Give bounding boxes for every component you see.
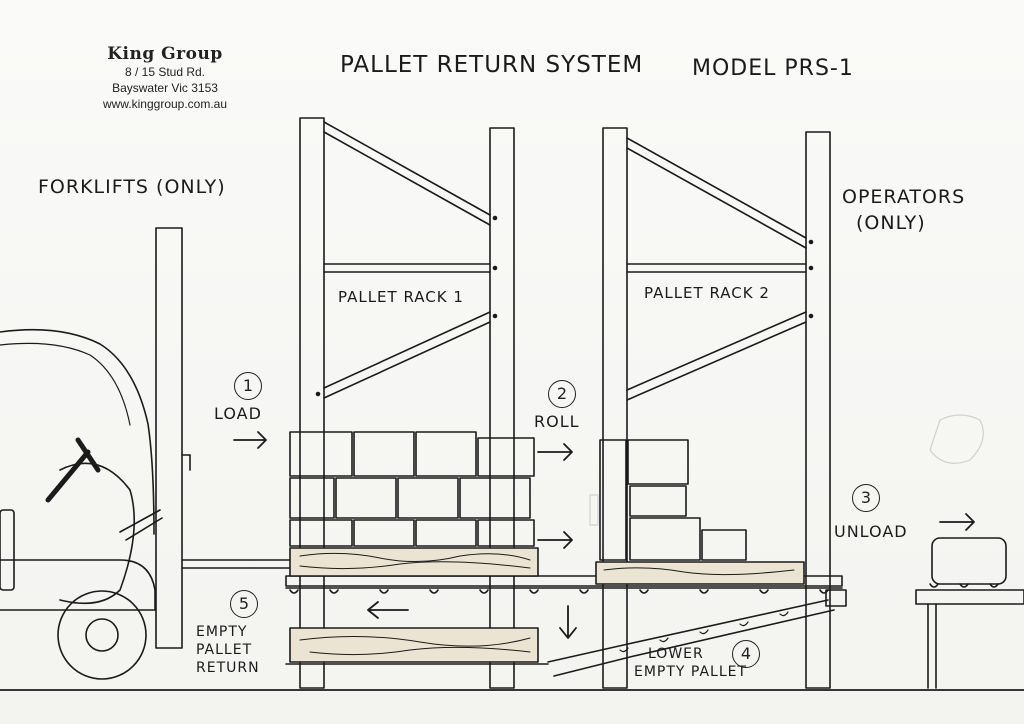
pallet-rack-2 xyxy=(602,127,831,689)
company-address-2: Bayswater Vic 3153 xyxy=(112,81,218,95)
pallet-rack-1 xyxy=(299,117,515,689)
step-4-label-2: EMPTY PALLET xyxy=(634,664,748,680)
company-block: King Group 8 / 15 Stud Rd. Bayswater Vic… xyxy=(95,44,235,112)
diagram-title: PALLET RETURN SYSTEM xyxy=(340,52,644,78)
step-3-label: UNLOAD xyxy=(834,522,908,541)
step-5-label-1: EMPTY xyxy=(196,624,248,640)
step-5-label-2: PALLET xyxy=(196,642,253,658)
step-5-number: 5 xyxy=(230,590,258,618)
rack-2-label: PALLET RACK 2 xyxy=(644,284,770,302)
operator-zone-label-2: (ONLY) xyxy=(856,212,926,234)
company-address-1: 8 / 15 Stud Rd. xyxy=(124,65,206,79)
empty-pallet-return xyxy=(285,599,835,677)
forklift-mast xyxy=(155,227,183,649)
step-5-label-3: RETURN xyxy=(196,660,260,676)
forklift-wheel xyxy=(57,590,147,680)
arrow-lower-down xyxy=(559,605,577,639)
arrow-load xyxy=(233,431,267,449)
operator-zone-label: OPERATORS xyxy=(842,186,966,208)
step-1-label: LOAD xyxy=(214,404,262,423)
ghost-marks xyxy=(589,414,984,526)
step-2-label: ROLL xyxy=(534,412,580,431)
step-4-number: 4 xyxy=(732,640,760,668)
arrow-roll-upper xyxy=(537,443,573,461)
arrow-unload xyxy=(939,513,975,531)
rack-1-label: PALLET RACK 1 xyxy=(338,288,464,306)
company-website: www.kinggroup.com.au xyxy=(102,97,228,111)
flow-arrows xyxy=(233,431,975,639)
forklift-zone-label: FORKLIFTS (ONLY) xyxy=(38,176,226,198)
step-4-label-1: LOWER xyxy=(648,646,704,662)
forklift xyxy=(0,227,293,680)
step-1-number: 1 xyxy=(234,372,262,400)
arrow-roll-lower xyxy=(537,531,573,549)
company-name: King Group xyxy=(107,44,223,64)
model-label: MODEL PRS-1 xyxy=(692,56,854,81)
step-2-number: 2 xyxy=(548,380,576,408)
arrow-return-left xyxy=(367,601,409,619)
step-3-number: 3 xyxy=(852,484,880,512)
loaded-pallet-rack-2 xyxy=(595,439,805,585)
unload-roller-table xyxy=(915,537,1024,689)
loaded-pallet-rack-1 xyxy=(289,431,539,577)
